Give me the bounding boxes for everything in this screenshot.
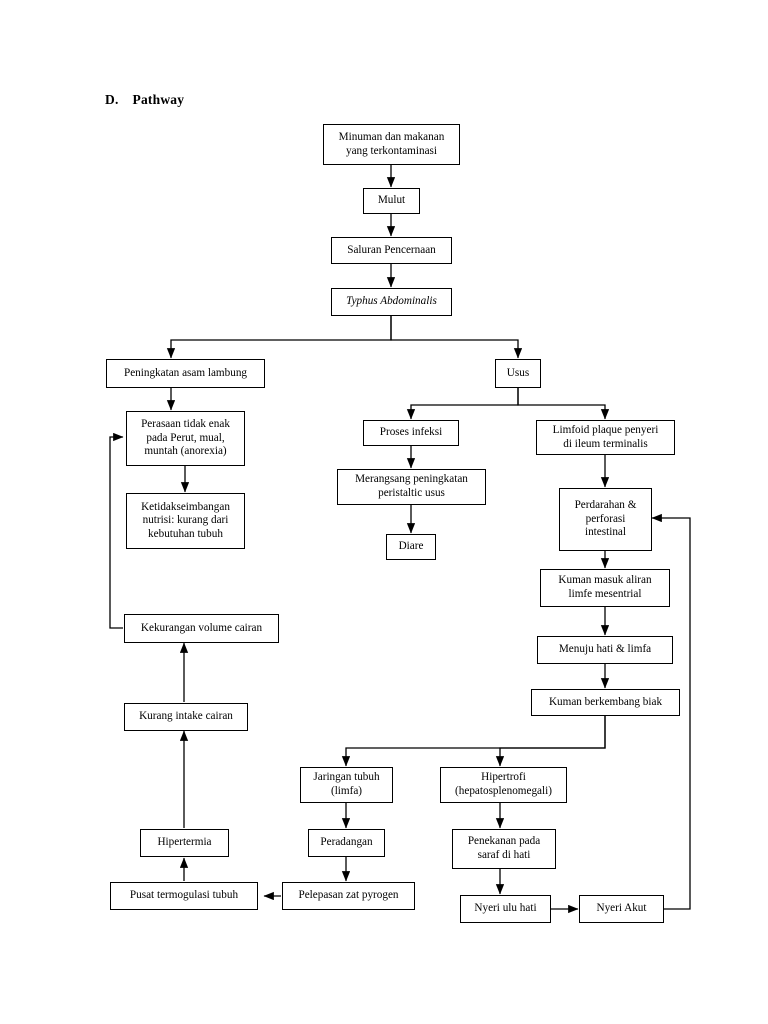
page-heading: D. Pathway — [105, 92, 184, 108]
node-penekanan-saraf-hati[interactable]: Penekanan pada saraf di hati — [452, 829, 556, 869]
heading-letter: D. — [105, 92, 119, 107]
edge-n6-n9 — [517, 388, 610, 420]
node-saluran-pencernaan[interactable]: Saluran Pencernaan — [331, 237, 452, 264]
heading-title: Pathway — [132, 92, 185, 107]
node-limfoid-plaque[interactable]: Limfoid plaque penyeri di ileum terminal… — [536, 420, 675, 455]
node-pelepasan-zat-pyrogen[interactable]: Pelepasan zat pyrogen — [282, 882, 415, 910]
node-menuju-hati-limfa[interactable]: Menuju hati & limfa — [537, 636, 673, 664]
node-peradangan[interactable]: Peradangan — [308, 829, 385, 857]
node-jaringan-tubuh-limfa[interactable]: Jaringan tubuh (limfa) — [300, 767, 393, 803]
edge-n4-n5 — [166, 316, 392, 359]
node-kurang-intake-cairan[interactable]: Kurang intake cairan — [124, 703, 248, 731]
edge-n17-n19 — [341, 716, 606, 767]
node-hipertermia[interactable]: Hipertermia — [140, 829, 229, 857]
node-usus[interactable]: Usus — [495, 359, 541, 388]
node-diare[interactable]: Diare — [386, 534, 436, 560]
node-proses-infeksi[interactable]: Proses infeksi — [363, 420, 459, 446]
edge-n17-n20 — [495, 716, 606, 767]
edge-n6-n8 — [406, 388, 519, 420]
node-peningkatan-asam-lambung[interactable]: Peningkatan asam lambung — [106, 359, 265, 388]
node-typhus-abdominalis[interactable]: Typhus Abdominalis — [331, 288, 452, 316]
node-kuman-berkembang-biak[interactable]: Kuman berkembang biak — [531, 689, 680, 716]
edge-n16-n7 — [109, 432, 124, 629]
node-minuman-makanan[interactable]: Minuman dan makanan yang terkontaminasi — [323, 124, 460, 165]
node-merangsang-peristaltic[interactable]: Merangsang peningkatan peristaltic usus — [337, 469, 486, 505]
node-perdarahan-perforasi[interactable]: Perdarahan & perforasi intestinal — [559, 488, 652, 551]
edge-n4-n6 — [390, 316, 523, 359]
node-perasaan-tidak-enak[interactable]: Perasaan tidak enak pada Perut, mual, mu… — [126, 411, 245, 466]
node-ketidakseimbangan-nutrisi[interactable]: Ketidakseimbangan nutrisi: kurang dari k… — [126, 493, 245, 549]
node-nyeri-ulu-hati[interactable]: Nyeri ulu hati — [460, 895, 551, 923]
node-pusat-termogulasi-tubuh[interactable]: Pusat termogulasi tubuh — [110, 882, 258, 910]
node-nyeri-akut[interactable]: Nyeri Akut — [579, 895, 664, 923]
node-kuman-masuk-aliran-limfe[interactable]: Kuman masuk aliran limfe mesentrial — [540, 569, 670, 607]
node-kekurangan-volume-cairan[interactable]: Kekurangan volume cairan — [124, 614, 279, 643]
node-hipertrofi-hepatosplenomegali[interactable]: Hipertrofi (hepatosplenomegali) — [440, 767, 567, 803]
node-mulut[interactable]: Mulut — [363, 188, 420, 214]
